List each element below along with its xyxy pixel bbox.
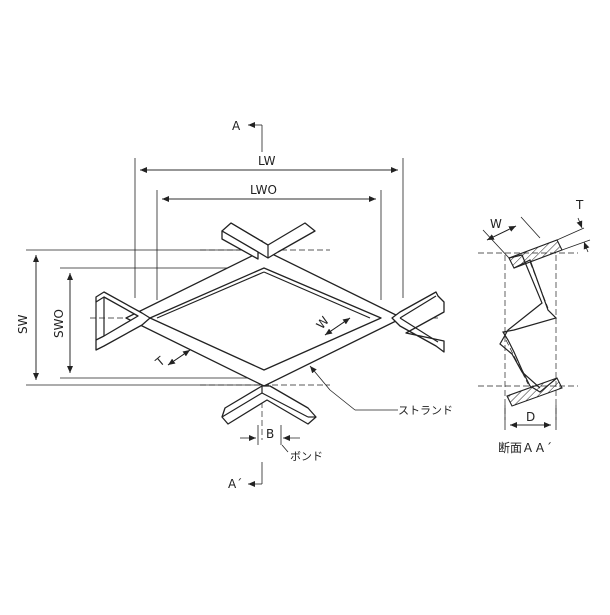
b-label: B — [266, 427, 274, 441]
mesh-strands — [125, 249, 403, 387]
d-label: D — [526, 410, 535, 424]
section-top-strand — [508, 239, 563, 269]
section-w-label: W — [490, 217, 502, 231]
swo-label: SWO — [52, 309, 66, 338]
bottom-bond-node — [221, 385, 317, 425]
lw-dimension: LW — [134, 154, 404, 298]
lwo-dimension: LWO — [156, 183, 382, 300]
top-bond-node — [221, 222, 316, 260]
section-bottom-strand — [506, 377, 563, 407]
t-label: T — [152, 353, 168, 370]
section-marker-a-bottom: A´ — [228, 462, 263, 491]
bond-callout: ボンド — [281, 444, 323, 463]
right-bond-node — [391, 291, 445, 353]
sw-label: SW — [16, 314, 30, 334]
strand-callout: ストランド — [309, 365, 453, 417]
section-title: 断面ＡＡ´ — [498, 440, 552, 455]
section-marker-a-top: A — [232, 119, 263, 152]
inner-diamond-opening — [149, 267, 382, 371]
section-a-bottom-label: A´ — [228, 477, 242, 491]
b-dimension: B — [240, 425, 300, 445]
section-aa-view: W T D 断面ＡＡ´ — [478, 198, 591, 455]
section-a-top-label: A — [232, 119, 241, 133]
sw-dimension: SW — [16, 249, 265, 386]
section-t-label: T — [575, 198, 584, 212]
lwo-label: LWO — [250, 183, 277, 197]
t-dimension: T — [152, 349, 191, 370]
lw-label: LW — [258, 154, 276, 168]
strand-label: ストランド — [398, 404, 453, 417]
left-bond-node — [95, 291, 151, 351]
bond-label: ボンド — [290, 450, 323, 463]
